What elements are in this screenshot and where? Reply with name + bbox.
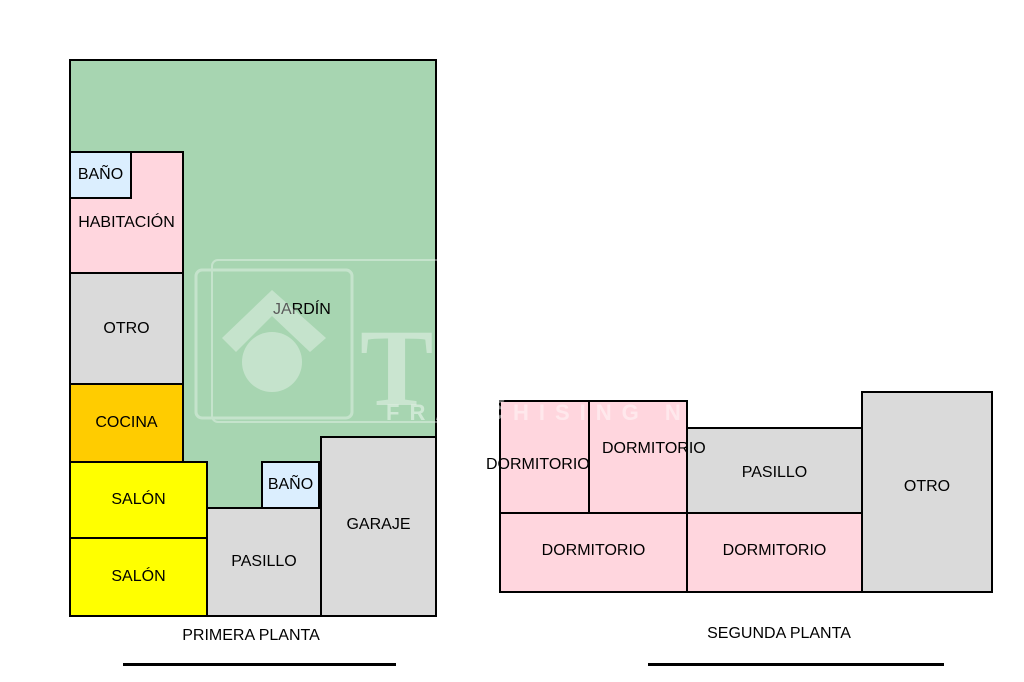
room-bano-mid: BAÑO: [261, 461, 320, 509]
room-salon-2: SALÓN: [69, 537, 208, 617]
room-otro-2-label: OTRO: [903, 478, 951, 495]
room-pasillo-2: PASILLO: [686, 427, 863, 514]
room-otro-1-label: OTRO: [103, 319, 150, 337]
floor1-caption: PRIMERA PLANTA: [182, 627, 320, 644]
room-otro-1: OTRO: [69, 272, 184, 385]
room-bano-top: BAÑO: [69, 151, 132, 199]
floor2-underline: [648, 663, 944, 666]
room-bano-top-label: BAÑO: [77, 166, 124, 183]
room-jardin-label: JARDÍN: [273, 301, 331, 318]
room-cocina-label: COCINA: [95, 414, 158, 431]
room-dormitorio-2-label: DORMITORIO: [602, 440, 706, 457]
room-pasillo-2-label: PASILLO: [741, 463, 808, 481]
room-dormitorio-3-label: DORMITORIO: [541, 541, 646, 559]
room-pasillo-1-label: PASILLO: [231, 553, 297, 570]
room-garaje: GARAJE: [320, 436, 437, 617]
room-garaje-label: GARAJE: [346, 515, 411, 533]
room-salon-2-label: SALÓN: [111, 568, 166, 585]
room-dormitorio-1-label: DORMITORIO: [486, 456, 590, 473]
room-pasillo-1: PASILLO: [206, 507, 322, 617]
room-salon-1-label: SALÓN: [111, 491, 166, 508]
room-bano-mid-label: BAÑO: [267, 476, 314, 493]
room-dormitorio-4: DORMITORIO: [686, 512, 863, 593]
floor1-underline: [123, 663, 396, 666]
floor2-caption: SEGUNDA PLANTA: [707, 625, 851, 642]
room-habitacion-label: HABITACIÓN: [78, 213, 175, 231]
room-salon-1: SALÓN: [69, 461, 208, 539]
room-dormitorio-4-label: DORMITORIO: [722, 541, 827, 559]
room-otro-2: OTRO: [861, 391, 993, 593]
room-cocina: COCINA: [69, 383, 184, 463]
room-dormitorio-3: DORMITORIO: [499, 512, 688, 593]
